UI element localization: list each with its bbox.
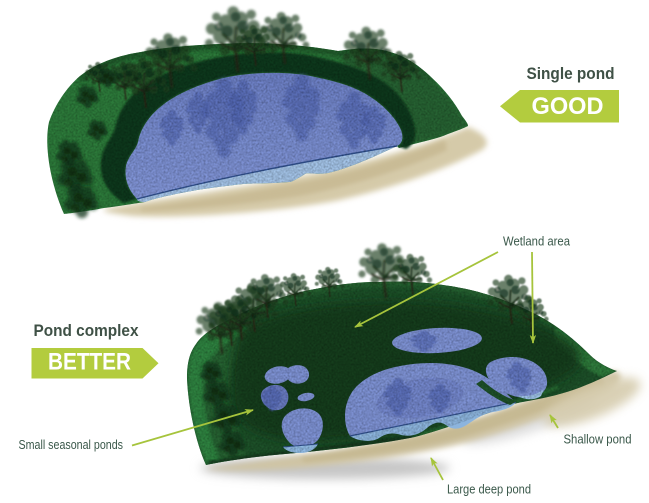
svg-text:Shallow pond: Shallow pond [564,432,632,447]
svg-text:BETTER: BETTER [48,349,131,376]
svg-text:Wetland area: Wetland area [503,233,571,248]
svg-text:GOOD: GOOD [532,93,604,120]
svg-text:Small seasonal ponds: Small seasonal ponds [19,437,124,452]
svg-text:Large deep pond: Large deep pond [447,481,531,496]
svg-text:Pond complex: Pond complex [34,321,139,340]
svg-text:Single pond: Single pond [527,64,615,83]
